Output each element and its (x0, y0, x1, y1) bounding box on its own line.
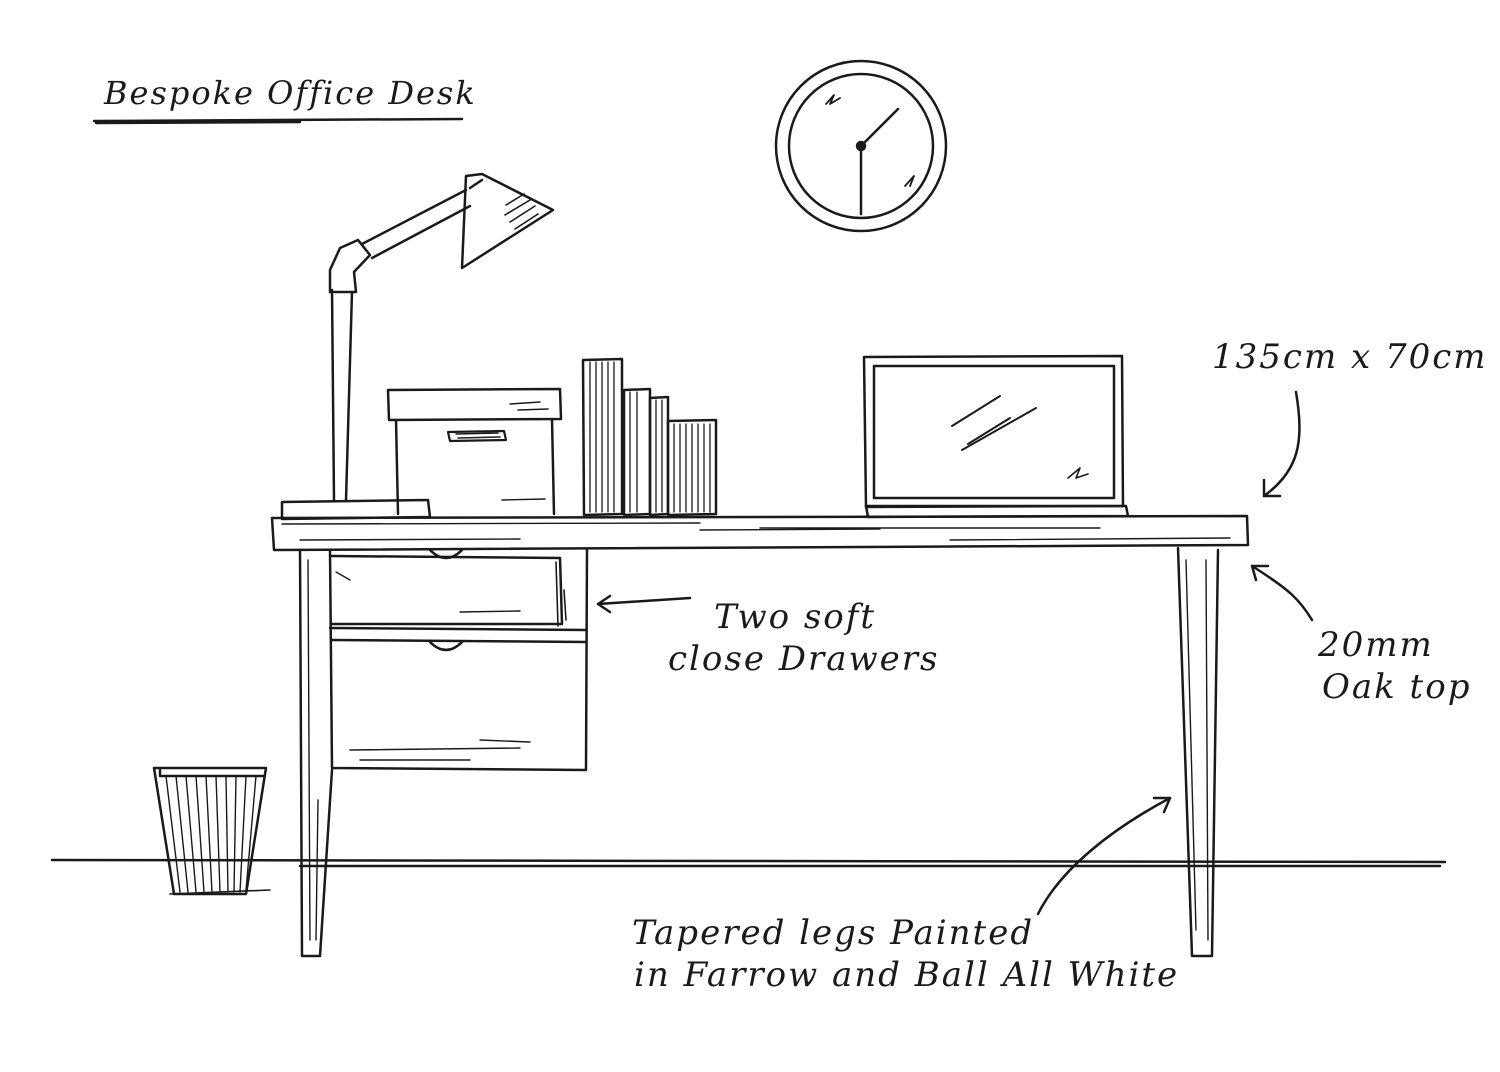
drawer-cabinet (328, 548, 589, 772)
dimensions-label: 135cm x 70cm (1212, 337, 1488, 377)
arrow-dimensions (1262, 390, 1301, 498)
books-icon (581, 357, 718, 517)
storage-box-icon (386, 387, 563, 516)
left-leg (298, 548, 334, 958)
arrow-legs (1036, 796, 1172, 916)
arrow-oak-top (1250, 564, 1314, 622)
legs-label-line1: Tapered legs Painted (632, 913, 1035, 953)
drawers-label-line1: Two soft (714, 597, 877, 637)
arrow-drawers (596, 594, 692, 614)
floor-line (50, 858, 1447, 868)
oak-top-label-line2: Oak top (1322, 667, 1472, 707)
wall-clock-icon (774, 59, 948, 233)
title-underline (92, 117, 464, 125)
desk-lamp-icon (280, 172, 555, 521)
waste-basket-icon (152, 766, 271, 896)
oak-top-label-line1: 20mm (1318, 625, 1434, 665)
legs-label-line2: in Farrow and Ball All White (634, 955, 1180, 995)
drawers-label-line2: close Drawers (668, 639, 940, 679)
page-title: Bespoke Office Desk (104, 74, 477, 112)
laptop-icon (862, 354, 1130, 519)
desk-top (270, 514, 1250, 552)
right-leg (1176, 546, 1220, 958)
